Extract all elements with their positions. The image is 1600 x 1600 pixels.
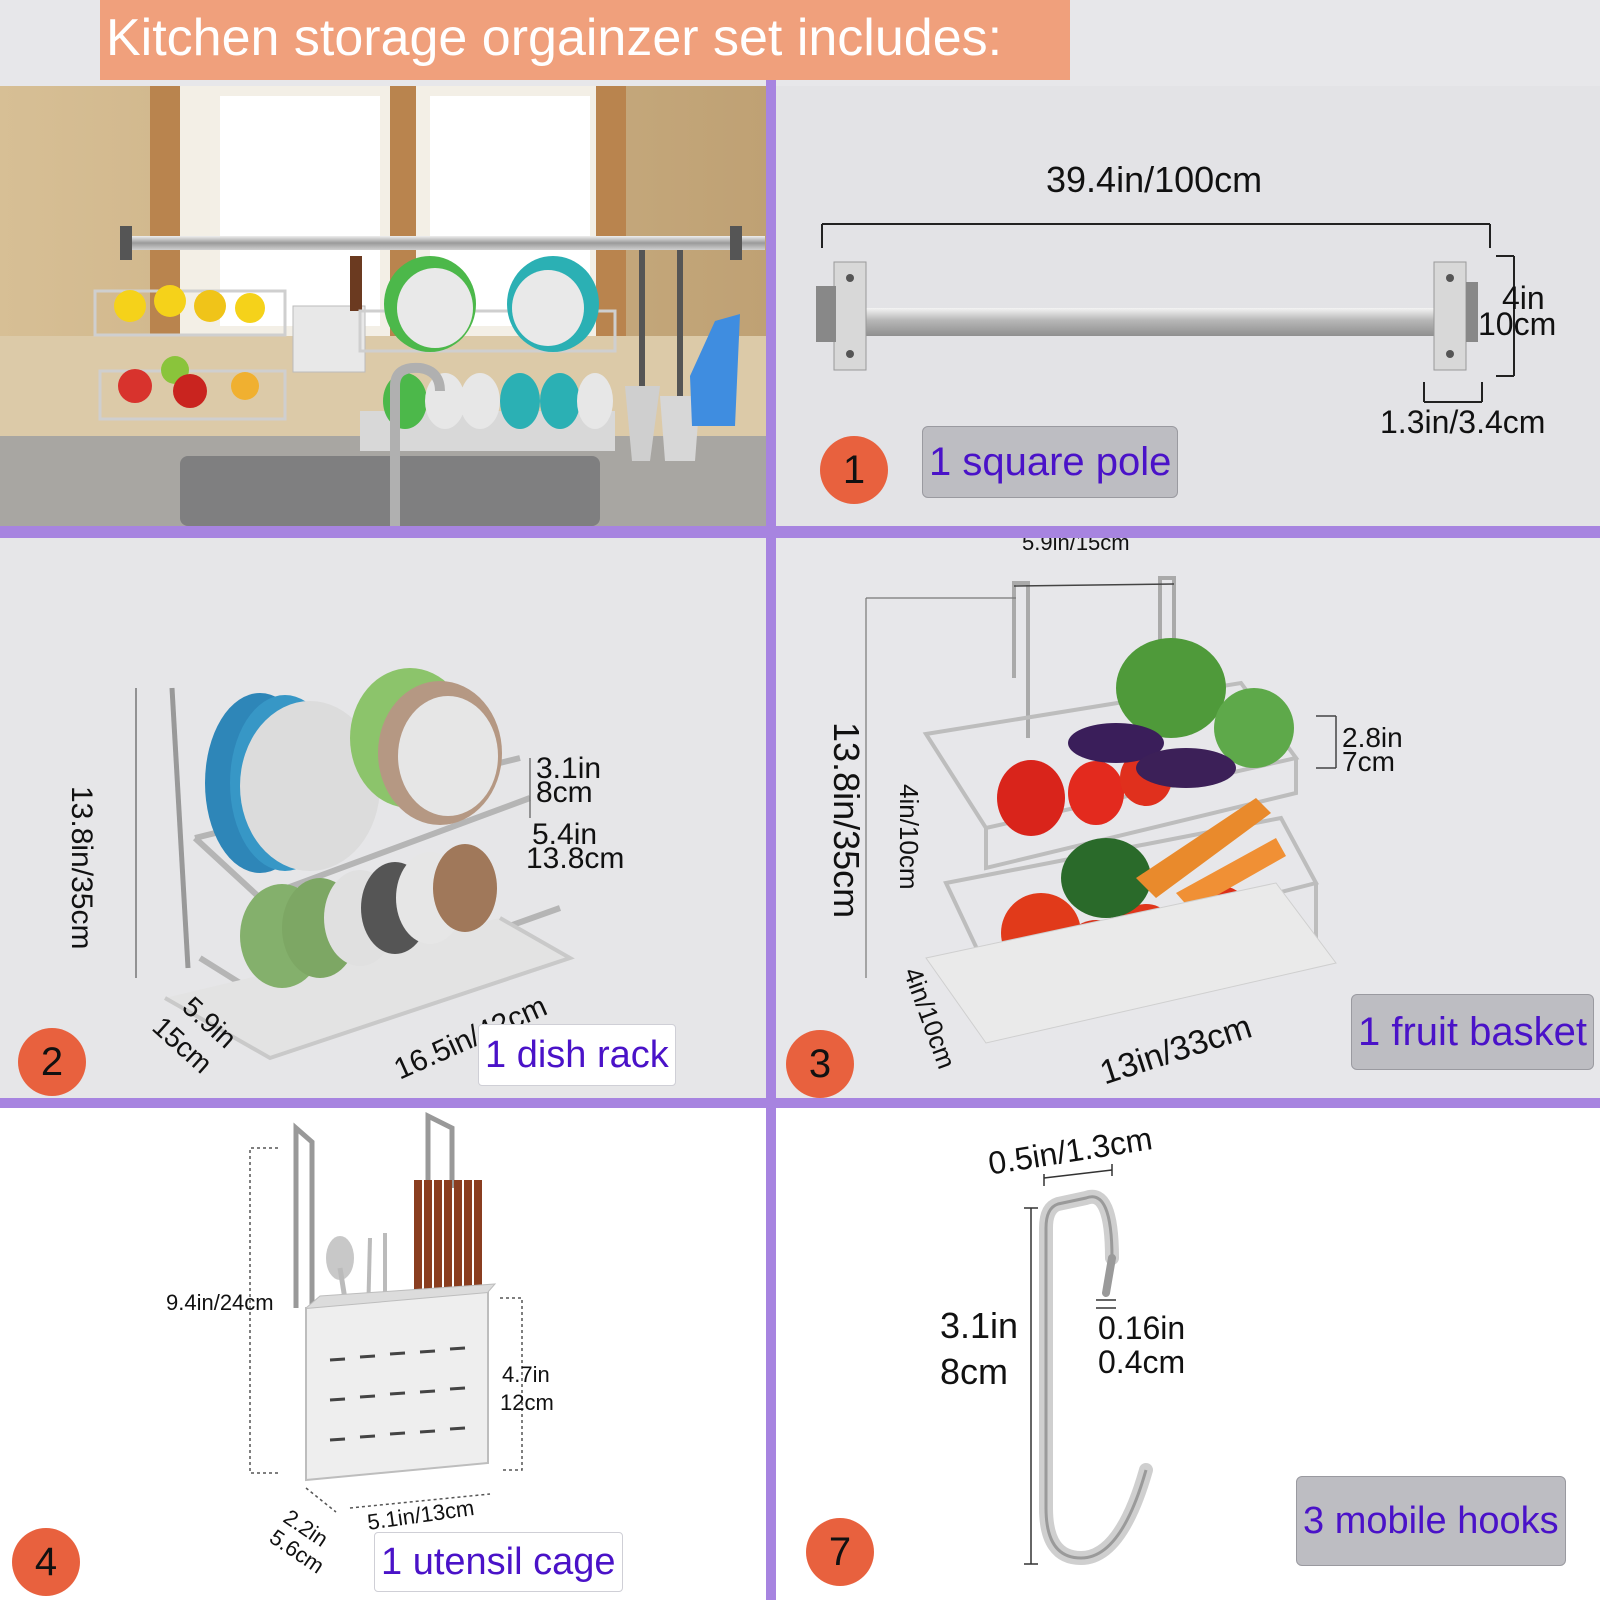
pole-length-dimension: 39.4in/100cm [1046,159,1263,200]
horizontal-divider [0,1098,1600,1108]
fruit-basket-depth-inches: 2.8in [1342,722,1403,753]
pole-item-label: 1 square pole [922,426,1179,498]
fruit-basket-panel: 5.9in/15cm 13.8in/35cm 2.8in 7cm 4in/10c… [776,538,1600,1098]
utensil-cage-box-height-cm: 12cm [500,1390,554,1415]
utensil-cage-height: 9.4in/24cm [166,1290,274,1315]
utensil-cage-drawing [249,1111,523,1513]
page-title: Kitchen storage orgainzer set includes: [100,0,1070,80]
hook-height-inches: 3.1in [940,1305,1019,1346]
utensil-cage-item-label: 1 utensil cage [374,1532,623,1592]
item-number-badge: 7 [806,1518,874,1586]
fruit-basket-tier-height: 4in/10cm [894,784,924,890]
dish-rack-drawing [135,668,575,1061]
utensil-cage-box-height-inches: 4.7in [502,1362,550,1387]
horizontal-divider [0,526,1600,538]
dish-rack-tier-gap-cm: 8cm [536,776,593,809]
hook-height-cm: 8cm [940,1351,1009,1392]
kitchen-scene-photo [0,86,766,526]
vertical-divider [766,80,776,1600]
square-pole-drawing [816,223,1515,403]
mobile-hook-drawing [1024,1164,1153,1566]
fruit-basket-hook-width: 5.9in/15cm [1022,538,1130,555]
fruit-basket-drawing [865,576,1337,1044]
dish-rack-lower-inches: 5.4in [532,818,598,851]
hook-thickness-cm: 0.4cm [1098,1344,1186,1380]
pole-height-inches: 4in [1502,280,1545,316]
fruit-basket-item-label: 1 fruit basket [1351,994,1595,1070]
utensil-cage-panel: 9.4in/24cm 4.7in 12cm 5.1in/13cm 2.2in 5… [0,1108,766,1600]
dish-rack-height-dimension: 13.8in/35cm [65,786,98,950]
item-number-badge: 3 [786,1030,854,1098]
fruit-basket-depth-cm: 7cm [1342,746,1395,777]
kitchen-scene-illustration [0,86,766,526]
dish-rack-lower-cm: 13.8cm [526,842,625,875]
item-number-badge: 2 [18,1028,86,1096]
hooks-item-label: 3 mobile hooks [1296,1476,1566,1566]
pole-height-cm: 10cm [1478,306,1557,342]
item-number-badge: 1 [820,436,888,504]
item-number-badge: 4 [12,1528,80,1596]
dish-rack-panel: 13.8in/35cm 3.1in 8cm 5.4in 13.8cm 5.9in… [0,538,766,1098]
pole-panel: 39.4in/100cm 4in 10cm 1.3in/3.4cm 1 1 sq… [776,86,1600,526]
fruit-basket-height: 13.8in/35cm [826,722,867,919]
dish-rack-item-label: 1 dish rack [478,1024,676,1086]
hook-thickness-inches: 0.16in [1098,1310,1186,1346]
dish-rack-tier-gap-inches: 3.1in [536,752,602,785]
pole-depth-dimension: 1.3in/3.4cm [1380,404,1546,440]
hooks-panel: 0.5in/1.3cm 3.1in 8cm 0.16in 0.4cm 7 3 m… [776,1108,1600,1600]
